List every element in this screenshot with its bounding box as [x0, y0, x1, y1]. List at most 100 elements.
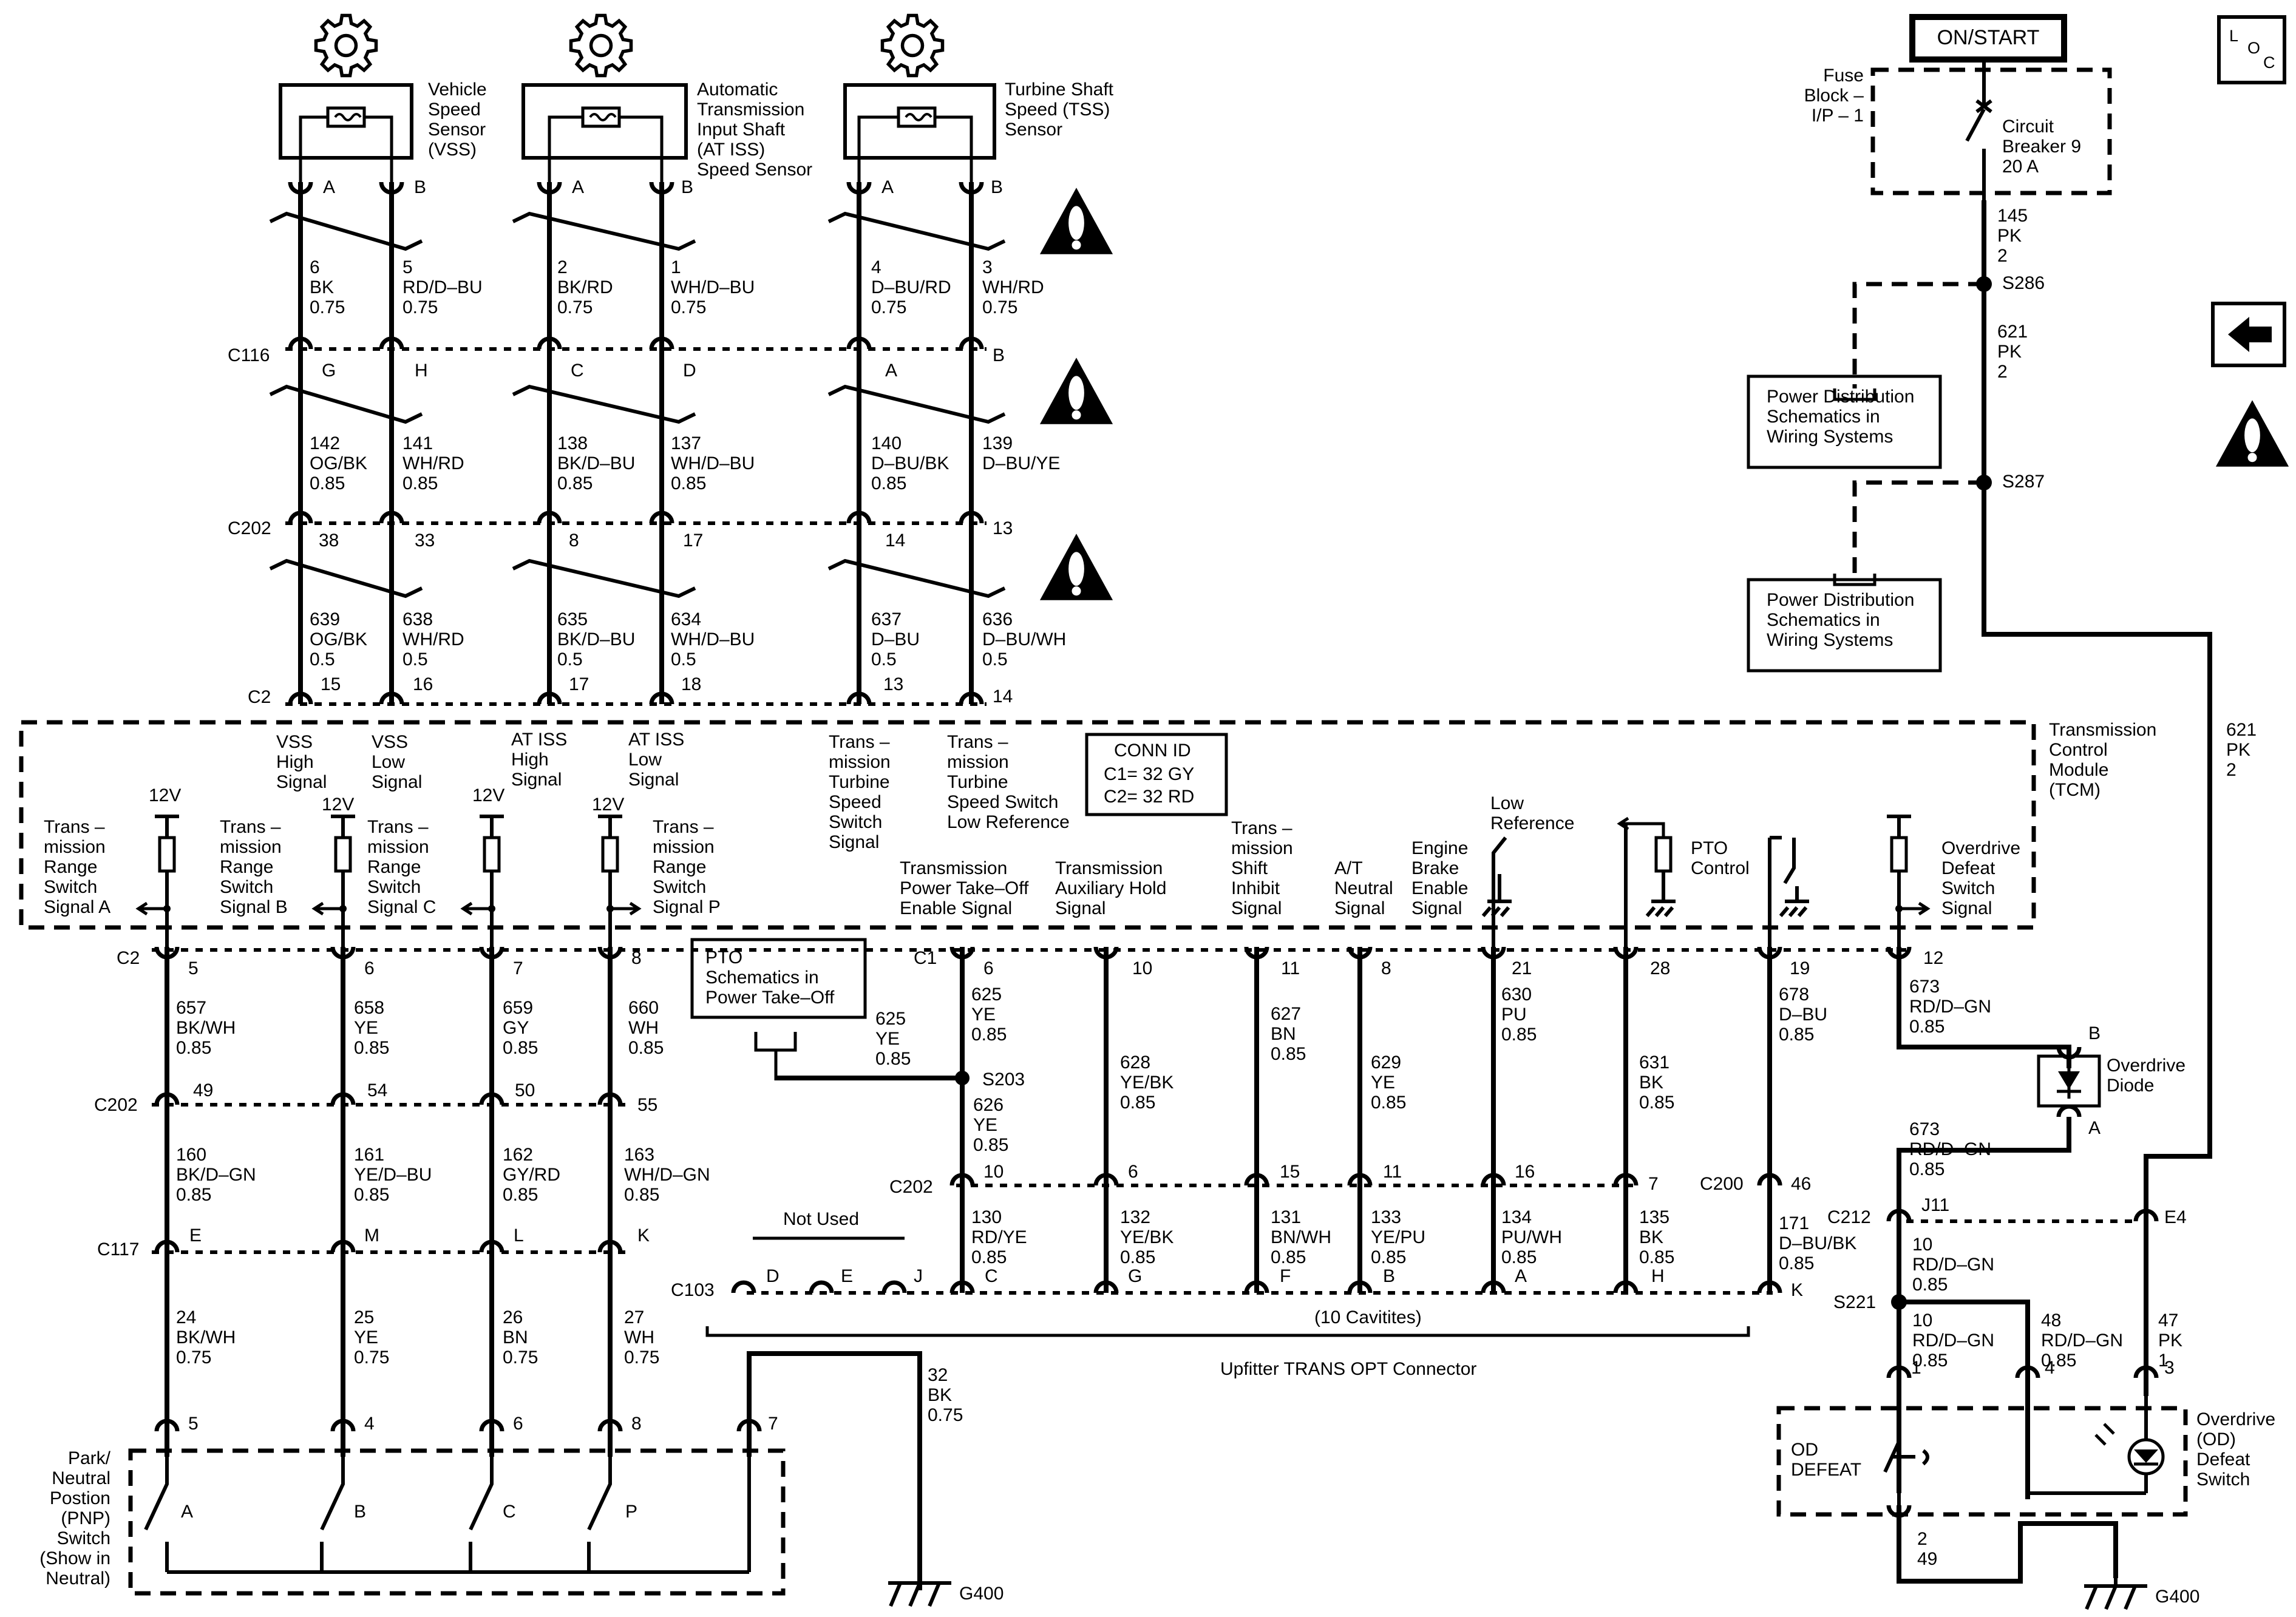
pnp-label: Neutral) — [46, 1568, 110, 1588]
wire-size: 0.85 — [1639, 1093, 1674, 1113]
connector-label: C202 — [228, 518, 271, 538]
wire-color: RD/D–GN — [1909, 997, 1991, 1017]
back-arrow-button[interactable] — [2211, 302, 2286, 367]
wire-color: BN — [503, 1327, 528, 1348]
switch-label: Overdrive — [2196, 1409, 2275, 1429]
gear-icon — [316, 16, 376, 76]
signal-label: mission — [829, 752, 891, 772]
wire-color: PK — [1997, 226, 2022, 246]
connector-c202-low: C202 10 6 15 11 16 7 — [889, 1162, 1659, 1197]
od-defeat-label: DEFEAT — [1791, 1460, 1861, 1480]
pin-label: 6 — [513, 1414, 523, 1434]
pin-label: 14 — [993, 686, 1013, 707]
pin-label: A — [881, 177, 894, 197]
connector-label: C202 — [889, 1177, 933, 1197]
pin-label: 5 — [188, 1414, 199, 1434]
sensor-label-line: Vehicle — [428, 80, 487, 100]
wire-color: YE/D–BU — [354, 1165, 432, 1185]
connector-label: C202 — [94, 1095, 138, 1115]
wire-color: PU/WH — [1501, 1227, 1562, 1247]
signal-label: A/T — [1334, 858, 1363, 878]
pin-label: 50 — [515, 1080, 535, 1100]
warning-icon — [1039, 534, 1113, 600]
pin-label: 13 — [883, 674, 903, 694]
wire-size: 2 — [2226, 760, 2237, 780]
wire-size: 0.75 — [671, 297, 706, 317]
wire-size: 0.85 — [1779, 1025, 1814, 1045]
connector-label: C2 — [117, 948, 140, 968]
pin-label: 12 — [1923, 948, 1943, 968]
pnp-switch: A B C P 5 4 6 8 7 Park/ Neutral Postion … — [39, 1351, 922, 1596]
signal-label: Signal C — [367, 897, 436, 917]
wire-color: PK — [2158, 1331, 2182, 1351]
splice-label: S286 — [2002, 273, 2045, 293]
switch-label: (OD) — [2196, 1429, 2236, 1449]
wire-size: 0.85 — [1912, 1351, 1948, 1371]
pin-label: 6 — [983, 958, 994, 978]
arrow-left-icon — [2228, 317, 2272, 352]
od-defeat-switch: 1 4 3 OD DEFEAT Overdrive (OD) Defeat Sw… — [1776, 1358, 2275, 1518]
wire-circuit: 137 — [671, 433, 701, 453]
sensor-label-line: Speed (TSS) — [1005, 100, 1110, 120]
sensor-at-iss: Automatic Transmission Input Shaft (AT I… — [521, 16, 812, 197]
pin-label: 11 — [1383, 1162, 1402, 1182]
signal-label: Trans – — [367, 817, 429, 837]
wire-circuit: 142 — [310, 433, 340, 453]
signal-label: Low — [1490, 793, 1524, 813]
signal-label: Signal — [1411, 898, 1462, 918]
signal-label: Signal — [1334, 898, 1385, 918]
wire-color: BK/RD — [557, 277, 613, 297]
sensor-tss: Turbine Shaft Speed (TSS) Sensor A B — [843, 16, 1114, 197]
pin-label: 2 — [1917, 1529, 1927, 1549]
wire-circuit: 673 — [1909, 1119, 1940, 1139]
loc-box[interactable]: L O C — [2217, 15, 2286, 84]
signal-label: Shift — [1231, 858, 1268, 878]
voltage-label: 12V — [472, 785, 504, 805]
pin-label: 21 — [1512, 958, 1532, 978]
wire-size: 0.5 — [871, 649, 897, 670]
wire-circuit: 131 — [1271, 1207, 1301, 1227]
loc-letter: C — [2263, 53, 2275, 72]
wire-size: 0.5 — [982, 649, 1008, 670]
wire-size: 0.85 — [1271, 1247, 1306, 1267]
wire-color: WH/RD — [402, 629, 464, 649]
wire-size: 0.85 — [1120, 1247, 1155, 1267]
connector-name: Upfitter TRANS OPT Connector — [1220, 1359, 1476, 1379]
pin-label: 7 — [513, 958, 523, 978]
signal-label: Trans – — [947, 732, 1008, 752]
pnp-label: (Show in — [39, 1548, 110, 1568]
wire-size: 0.75 — [624, 1348, 659, 1368]
sensor-label-line: Speed — [428, 100, 481, 120]
wire-color: RD/D–GN — [2041, 1331, 2123, 1351]
connector-label: C1 — [914, 948, 937, 968]
ref-box-line: Schematics in — [1767, 407, 1880, 427]
signal-label: mission — [367, 837, 429, 857]
wire-size: 0.85 — [624, 1185, 659, 1205]
wire-circuit: 626 — [973, 1095, 1004, 1115]
wire-size: 0.85 — [1371, 1247, 1406, 1267]
pin-label: B — [414, 177, 426, 197]
conn-id-title: CONN ID — [1114, 741, 1191, 761]
connector-c116: C116 G H C D A B — [228, 345, 1005, 381]
wire-626: 626 YE 0.85 — [973, 1095, 1008, 1155]
low-wire-labels: 639 OG/BK 0.5 638 WH/RD 0.5 635 BK/D–BU … — [310, 609, 1066, 670]
wire-size: 2 — [1997, 362, 2008, 382]
signal-label: Trans – — [653, 817, 714, 837]
wire-size: 0.85 — [1271, 1044, 1306, 1064]
wire-circuit: 161 — [354, 1145, 384, 1165]
wire-color: RD/D–GN — [1912, 1331, 1994, 1351]
fuse-block-label: Fuse — [1823, 66, 1864, 86]
wire-circuit: 625 — [875, 1009, 906, 1029]
signal-label: Low — [628, 750, 662, 770]
splice-label: S203 — [982, 1070, 1025, 1090]
range-switch-inputs: 12V 12V 12V 12V Trans – mission Range Sw… — [44, 785, 721, 947]
voltage-label: 12V — [592, 795, 624, 815]
wire-size: 0.75 — [928, 1405, 963, 1425]
sensor-label-line: Input Shaft — [697, 120, 786, 140]
pin-label: 17 — [569, 674, 589, 694]
wire-circuit: 140 — [871, 433, 902, 453]
pin-label: 33 — [415, 531, 435, 551]
ref-box-line: Power Distribution — [1767, 590, 1914, 610]
wire-size: 0.85 — [671, 473, 706, 493]
